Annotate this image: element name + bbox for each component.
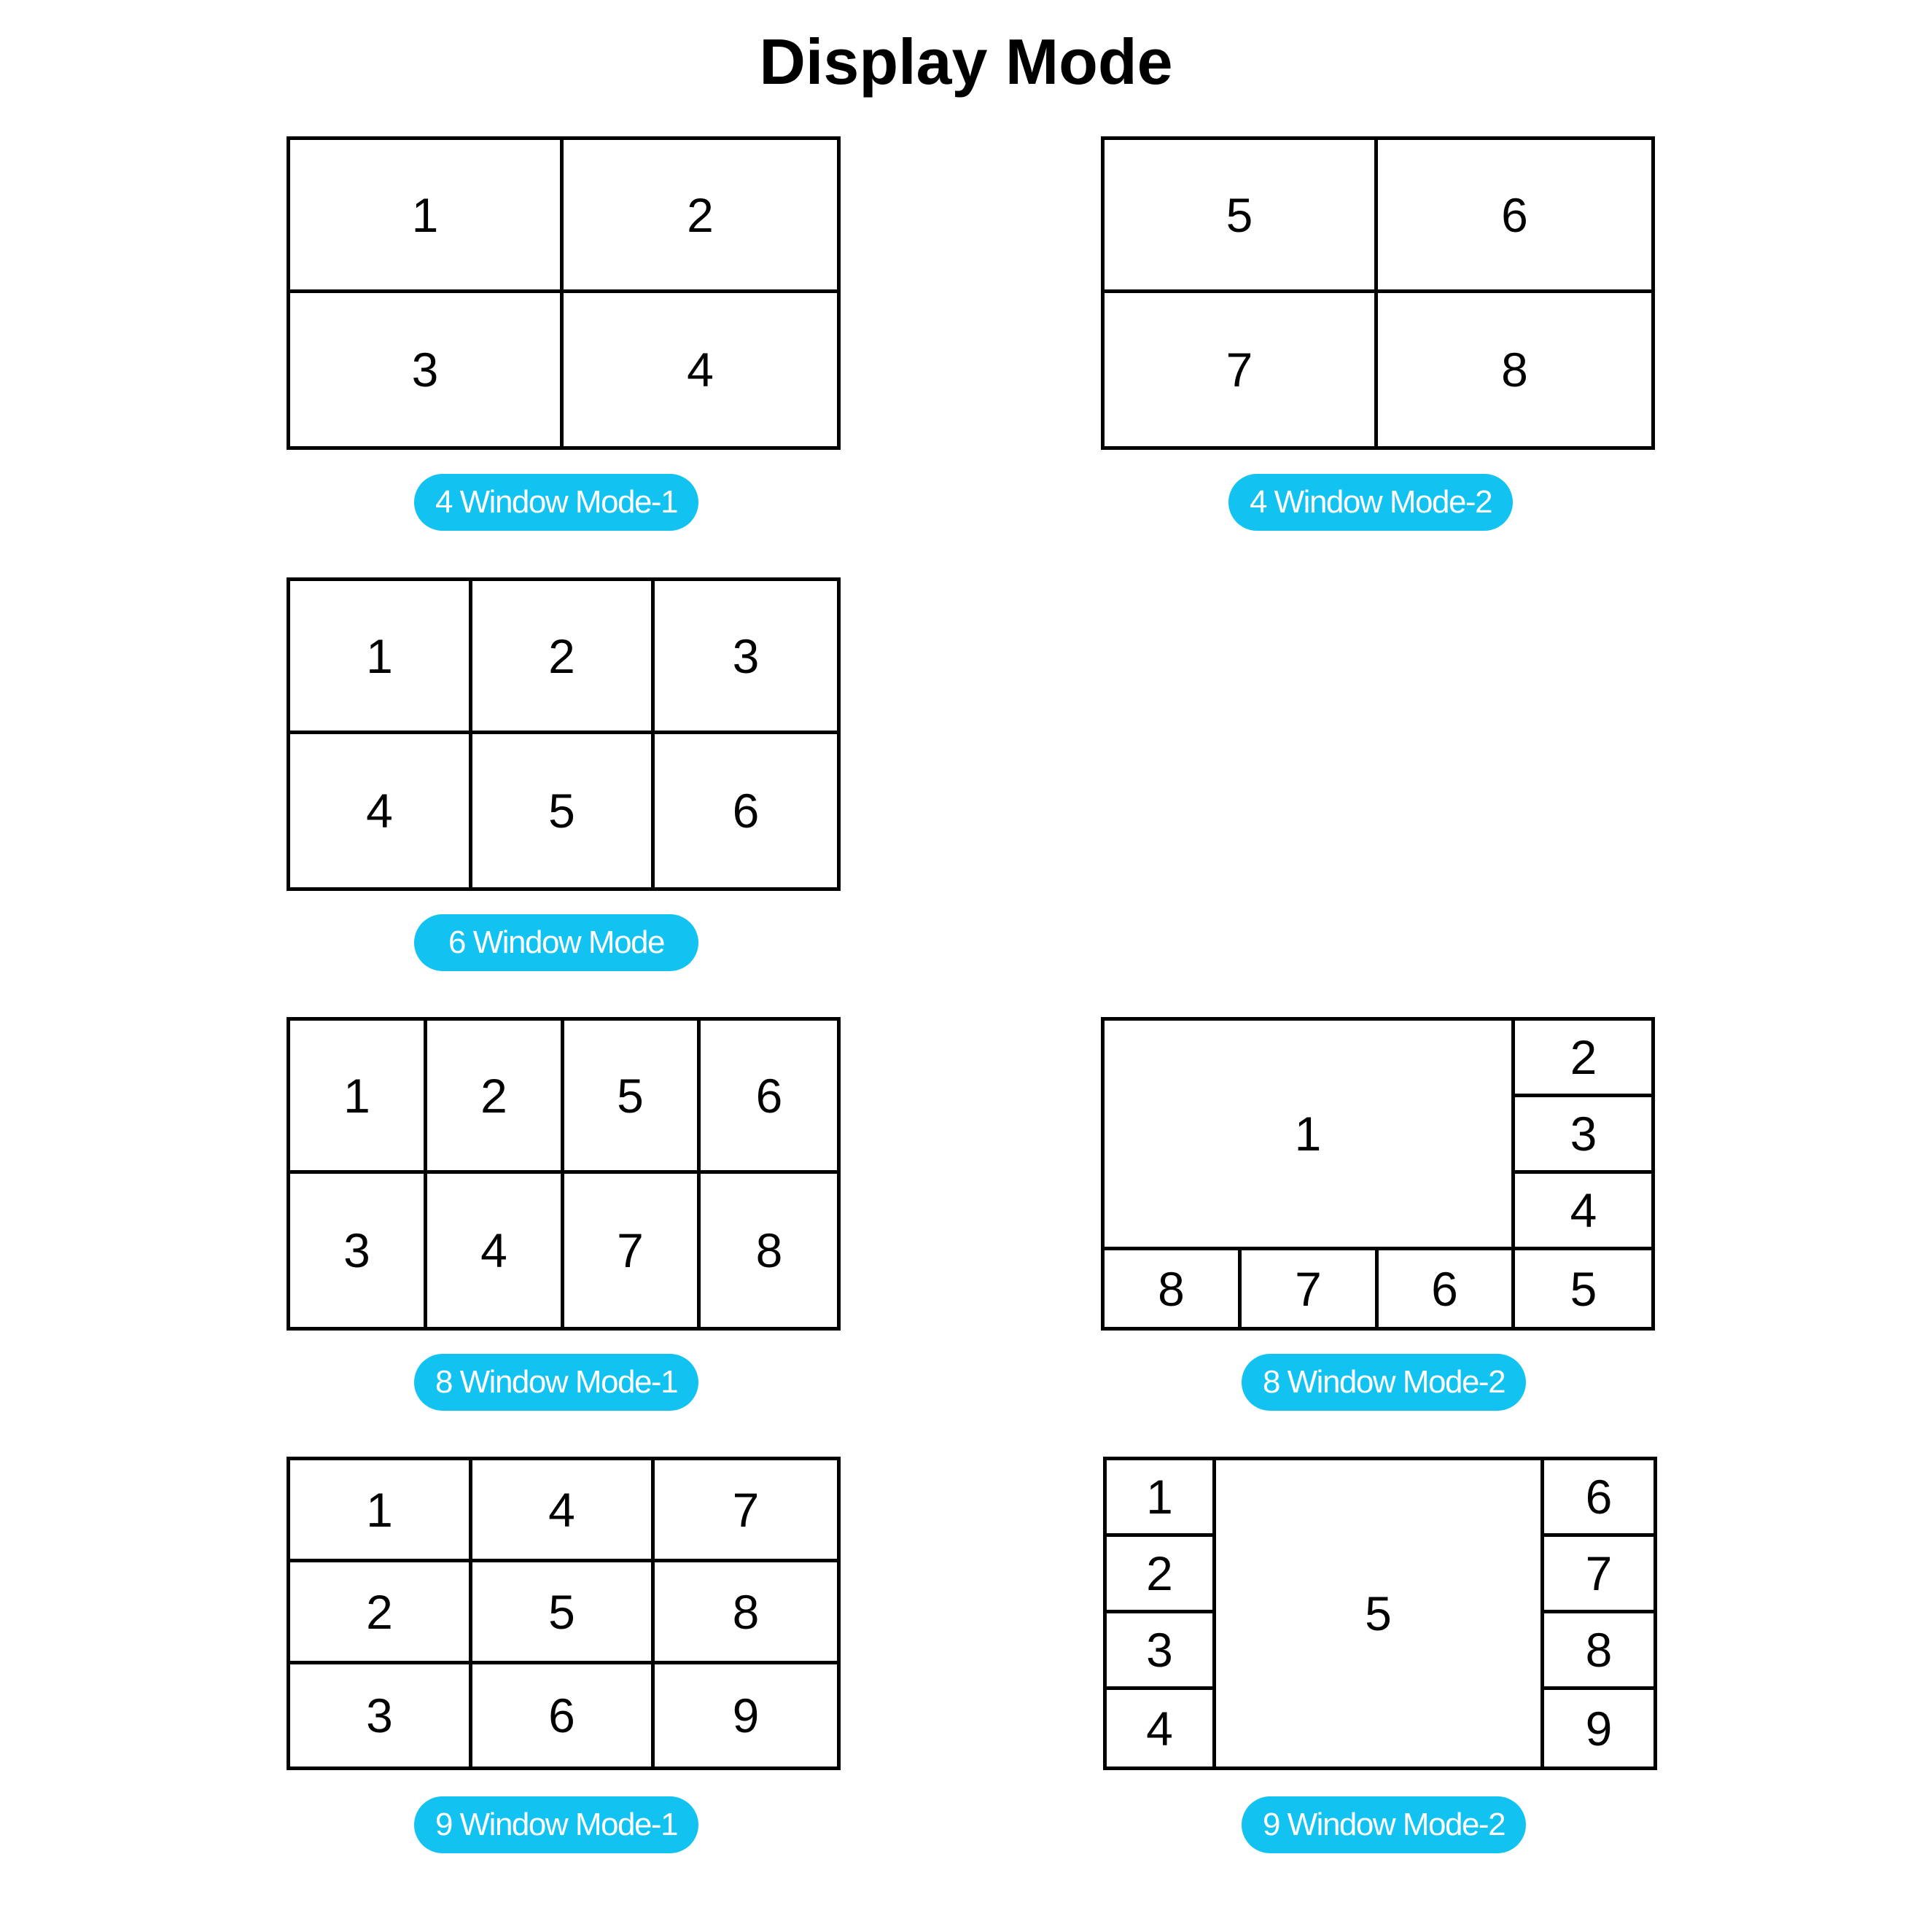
8-window-mode-1-window-cell: 7 <box>564 1174 701 1327</box>
9-window-mode-2-window-cell: 5 <box>1216 1460 1544 1767</box>
4-window-mode-1-window-cell: 4 <box>687 343 714 397</box>
9-window-mode-2-window-cell: 1 <box>1107 1460 1216 1537</box>
8-window-mode-1-window-cell: 1 <box>290 1021 427 1174</box>
9-window-mode-1-label: 9 Window Mode-1 <box>414 1796 698 1853</box>
8-window-mode-2-label: 8 Window Mode-2 <box>1242 1354 1526 1411</box>
8-window-mode-1-window-cell: 8 <box>755 1223 783 1277</box>
9-window-mode-2-window-cell: 7 <box>1544 1537 1654 1613</box>
9-window-mode-1-window-cell: 8 <box>655 1562 837 1664</box>
4-window-mode-2-window-cell: 6 <box>1378 140 1651 293</box>
9-window-mode-1-window-cell: 2 <box>290 1562 472 1664</box>
8-window-mode-2-window-cell: 4 <box>1515 1174 1652 1250</box>
9-window-mode-1-window-cell: 4 <box>472 1460 655 1562</box>
8-window-mode-1-window-cell: 6 <box>701 1021 838 1174</box>
9-window-mode-2-window-cell: 8 <box>1544 1613 1654 1690</box>
9-window-mode-2-window-cell: 3 <box>1107 1613 1216 1690</box>
6-window-mode-window-cell: 1 <box>290 581 472 734</box>
6-window-mode-window-cell: 3 <box>655 581 837 734</box>
8-window-mode-1-window-cell: 5 <box>564 1021 701 1174</box>
6-window-mode-window-cell: 2 <box>472 581 655 734</box>
4-window-mode-2-window-cell: 7 <box>1105 293 1378 446</box>
6-window-mode-label: 6 Window Mode <box>414 914 698 971</box>
8-window-mode-2-window-cell: 8 <box>1105 1250 1242 1327</box>
4-window-mode-1-label: 4 Window Mode-1 <box>414 474 698 531</box>
4-window-mode-2-label: 4 Window Mode-2 <box>1228 474 1513 531</box>
9-window-mode-2-window-cell: 4 <box>1107 1690 1216 1767</box>
9-window-mode-1-window-cell: 9 <box>732 1688 760 1742</box>
9-window-mode-1-window-cell: 3 <box>290 1664 472 1767</box>
8-window-mode-2-window-cell: 2 <box>1515 1021 1652 1097</box>
9-window-mode-2-label: 9 Window Mode-2 <box>1242 1796 1526 1853</box>
9-window-mode-1-window-cell: 1 <box>290 1460 472 1562</box>
8-window-mode-1-window-cell: 2 <box>427 1021 564 1174</box>
6-window-mode-window-cell: 6 <box>732 784 760 838</box>
8-window-mode-1-window-cell: 4 <box>427 1174 564 1327</box>
8-window-mode-2-window-cell: 3 <box>1515 1097 1652 1174</box>
9-window-mode-1-window-cell: 7 <box>655 1460 837 1562</box>
9-window-mode-2-window-cell: 6 <box>1544 1460 1654 1537</box>
8-window-mode-2-window-cell: 7 <box>1242 1250 1379 1327</box>
4-window-mode-2-window-cell: 8 <box>1501 343 1528 397</box>
9-window-mode-1-window-cell: 6 <box>472 1664 655 1767</box>
9-window-mode-2-window-cell: 9 <box>1585 1701 1613 1756</box>
9-window-mode-1-window-cell: 5 <box>472 1562 655 1664</box>
4-window-mode-1-window-cell: 1 <box>290 140 564 293</box>
6-window-mode-window-cell: 5 <box>472 734 655 887</box>
8-window-mode-1-window-cell: 3 <box>290 1174 427 1327</box>
4-window-mode-2-window-cell: 5 <box>1105 140 1378 293</box>
8-window-mode-2-window-cell: 5 <box>1570 1261 1597 1316</box>
9-window-mode-2-window-cell: 2 <box>1107 1537 1216 1613</box>
8-window-mode-1-label: 8 Window Mode-1 <box>414 1354 698 1411</box>
4-window-mode-1-window-cell: 2 <box>564 140 837 293</box>
8-window-mode-2-window-cell: 6 <box>1378 1250 1515 1327</box>
4-window-mode-1-window-cell: 3 <box>290 293 564 446</box>
6-window-mode-window-cell: 4 <box>290 734 472 887</box>
page-title: Display Mode <box>759 26 1173 98</box>
8-window-mode-2-window-cell: 1 <box>1105 1021 1515 1250</box>
